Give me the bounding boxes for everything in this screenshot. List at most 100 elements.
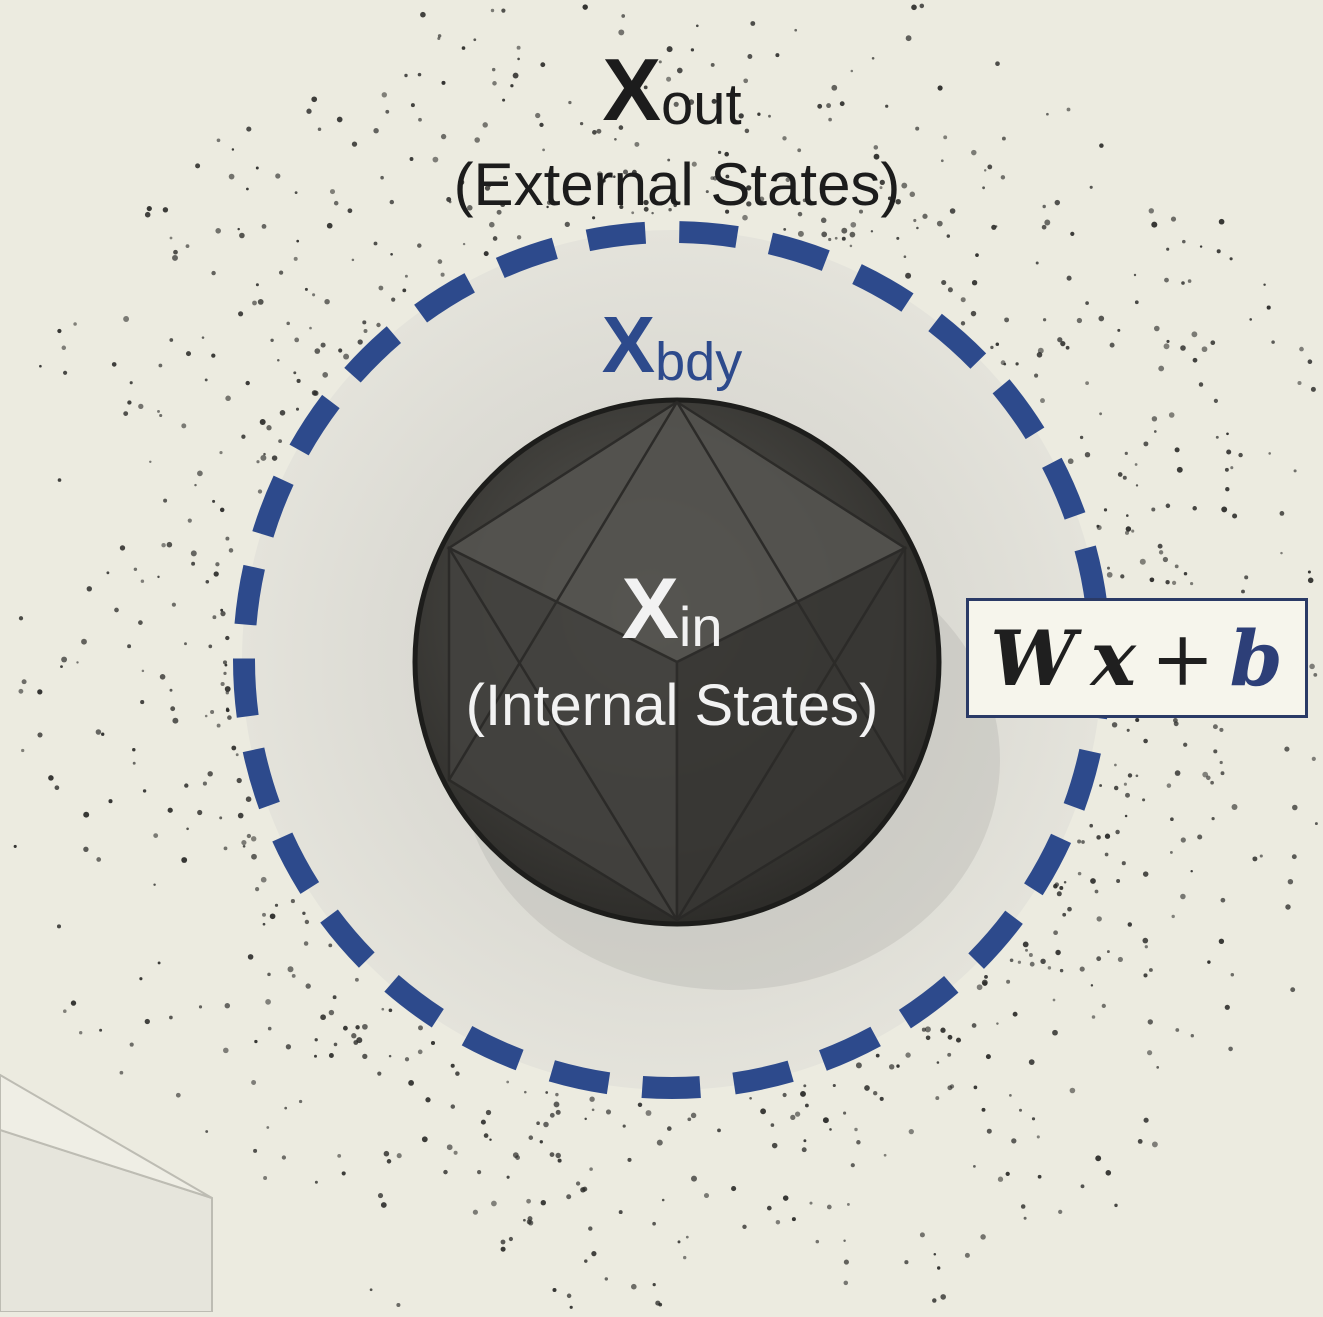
state-dot: [1166, 783, 1172, 788]
state-dot: [1005, 1171, 1010, 1177]
state-dot: [794, 1111, 801, 1117]
state-dot: [1096, 916, 1102, 922]
state-dot: [591, 1108, 595, 1112]
state-dot: [225, 691, 229, 695]
state-dot: [1090, 984, 1094, 987]
state-dot: [262, 912, 266, 917]
state-dot: [108, 799, 113, 804]
state-dot: [841, 227, 848, 234]
state-dot: [605, 1109, 612, 1115]
state-dot: [158, 363, 163, 368]
state-dot: [56, 924, 62, 929]
state-dot: [489, 221, 495, 228]
state-dot: [159, 673, 166, 680]
state-dot: [668, 207, 672, 212]
state-dot: [634, 141, 640, 147]
state-dot: [241, 840, 247, 846]
state-dot: [512, 72, 519, 79]
state-dot: [783, 227, 787, 231]
state-dot: [157, 575, 160, 579]
state-dot: [1125, 526, 1132, 532]
state-dot: [903, 255, 907, 258]
state-dot: [517, 57, 520, 61]
state-dot: [86, 586, 92, 592]
state-dot: [1091, 1015, 1096, 1019]
state-dot: [1162, 556, 1169, 563]
state-dot: [194, 483, 197, 487]
state-dot: [1170, 817, 1174, 822]
state-dot: [223, 846, 228, 851]
state-dot: [1219, 727, 1224, 732]
state-dot: [1052, 1029, 1058, 1036]
state-dot: [995, 61, 1000, 67]
state-dot: [123, 411, 129, 416]
state-dot: [238, 311, 244, 317]
state-dot: [1058, 1209, 1063, 1215]
state-dot: [1120, 574, 1125, 579]
state-dot: [677, 1240, 681, 1244]
state-dot: [247, 954, 254, 960]
state-dot: [683, 1255, 687, 1260]
state-dot: [1219, 760, 1223, 765]
state-dot: [1307, 570, 1311, 574]
state-dot: [1215, 435, 1219, 439]
state-dot: [510, 84, 514, 88]
state-dot: [875, 1053, 880, 1058]
state-dot: [215, 228, 221, 234]
state-dot: [141, 669, 145, 673]
state-dot: [225, 635, 230, 641]
state-dot: [418, 117, 422, 122]
state-dot: [936, 220, 943, 227]
state-dot: [228, 173, 235, 180]
state-dot: [919, 1232, 925, 1238]
state-dot: [1094, 889, 1099, 894]
state-dot: [1151, 1141, 1158, 1148]
state-dot: [169, 1015, 173, 1020]
state-dot: [251, 853, 257, 860]
state-dot: [1153, 430, 1157, 433]
state-dot: [83, 811, 90, 818]
state-dot: [555, 1152, 561, 1159]
state-dot: [1190, 1034, 1194, 1038]
state-dot: [976, 984, 983, 991]
state-dot: [225, 395, 231, 402]
state-dot: [690, 1112, 697, 1119]
state-dot: [529, 185, 533, 189]
state-dot: [667, 158, 671, 162]
state-dot: [710, 62, 715, 67]
state-dot: [658, 60, 662, 64]
state-dot: [943, 135, 948, 140]
state-dot: [1210, 340, 1216, 346]
state-dot: [584, 1259, 588, 1263]
state-dot: [985, 1054, 991, 1060]
state-dot: [905, 1052, 911, 1058]
state-dot: [1225, 487, 1230, 492]
state-dot: [685, 1235, 689, 1239]
state-dot: [274, 903, 279, 907]
state-dot: [127, 400, 132, 405]
state-dot: [76, 661, 79, 664]
state-dot: [553, 1101, 560, 1108]
state-dot: [676, 67, 683, 74]
state-dot: [1197, 834, 1203, 840]
state-dot: [255, 166, 259, 170]
state-dot: [473, 38, 477, 42]
state-dot: [123, 316, 130, 322]
state-dot: [725, 209, 730, 214]
state-dot: [1012, 1011, 1018, 1017]
state-dot: [1036, 1135, 1040, 1139]
state-dot: [1229, 257, 1233, 261]
state-dot: [828, 237, 832, 242]
state-dot: [1290, 987, 1296, 993]
state-dot: [1037, 347, 1044, 354]
state-dot: [506, 1080, 510, 1084]
state-dot: [111, 362, 117, 367]
state-dot: [1126, 728, 1130, 732]
state-dot: [279, 410, 286, 416]
state-dot: [462, 242, 466, 246]
state-dot: [850, 221, 857, 228]
state-dot: [328, 1009, 335, 1016]
state-dot: [337, 1154, 342, 1158]
state-dot: [631, 169, 637, 175]
